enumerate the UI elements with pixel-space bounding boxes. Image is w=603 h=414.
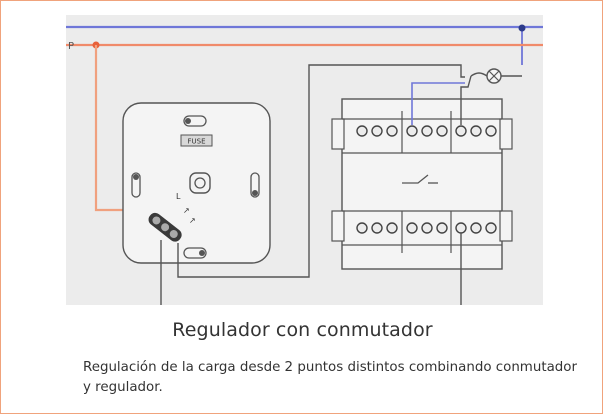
mount-slot-left-icon bbox=[131, 172, 141, 198]
lamp-feed-wire bbox=[470, 72, 488, 77]
dimmer-knob bbox=[189, 172, 211, 194]
dimmer-to-switch-wire bbox=[177, 64, 465, 278]
switch-top-screws bbox=[356, 125, 497, 137]
switch-clip-bottom-left bbox=[331, 210, 345, 242]
switch-module bbox=[331, 98, 513, 270]
dimmer-terminal-mark-l: L bbox=[176, 192, 181, 201]
screw-top-4 bbox=[406, 125, 418, 137]
caption-description: Regulación de la carga desde 2 puntos di… bbox=[83, 360, 577, 395]
mount-slot-bottom-icon bbox=[183, 247, 207, 259]
neutral-junction-dot bbox=[518, 24, 526, 32]
wiring-diagram: P FUSE L ↗ ↗ bbox=[66, 15, 543, 305]
screw-bottom-2 bbox=[371, 222, 383, 234]
fuse-holder bbox=[180, 134, 213, 147]
screw-top-1 bbox=[356, 125, 368, 137]
switch-clip-top-left bbox=[331, 118, 345, 150]
lamp-cross-b bbox=[488, 70, 500, 82]
screw-bottom-9 bbox=[485, 222, 497, 234]
switch-bottom-screws bbox=[356, 222, 497, 234]
screw-top-3 bbox=[386, 125, 398, 137]
screw-bottom-5 bbox=[421, 222, 433, 234]
mount-slot-right-icon bbox=[250, 172, 260, 198]
screw-bottom-1 bbox=[356, 222, 368, 234]
screw-bottom-7 bbox=[455, 222, 467, 234]
switch-return-wire bbox=[460, 75, 472, 125]
screw-top-5 bbox=[421, 125, 433, 137]
dimmer-terminal-screw-2 bbox=[161, 223, 170, 232]
mount-slot-bottom-hole bbox=[199, 250, 205, 256]
screw-top-7 bbox=[455, 125, 467, 137]
fuse-label: FUSE bbox=[187, 138, 205, 146]
screw-bottom-3 bbox=[386, 222, 398, 234]
screw-top-6 bbox=[436, 125, 448, 137]
mount-slot-right-hole bbox=[252, 190, 258, 196]
terminal-mark: P bbox=[68, 41, 74, 52]
dimmer-terminal-block bbox=[148, 212, 182, 242]
dimmer-terminal-arrow-1: ↗ bbox=[183, 206, 190, 215]
dimmer-terminal-screw-1 bbox=[152, 216, 161, 225]
screw-bottom-6 bbox=[436, 222, 448, 234]
screw-top-2 bbox=[371, 125, 383, 137]
switch-clip-top-right bbox=[499, 118, 513, 150]
screw-top-8 bbox=[470, 125, 482, 137]
dimmer-terminal-arrow-2: ↗ bbox=[189, 216, 196, 225]
mount-slot-left-hole bbox=[133, 174, 139, 180]
mount-slot-top-icon bbox=[183, 115, 207, 127]
screw-bottom-8 bbox=[470, 222, 482, 234]
dimmer-terminal-screw-3 bbox=[169, 229, 178, 238]
caption-title: Regulador con conmutador bbox=[172, 319, 433, 341]
switch-contact-symbol bbox=[402, 174, 429, 184]
switch-to-lamp-wire bbox=[411, 82, 465, 125]
mount-slot-top-hole bbox=[185, 118, 191, 124]
dimmer-knob-center bbox=[194, 177, 206, 189]
wiring-diagram-svg: P FUSE L ↗ ↗ bbox=[66, 15, 543, 305]
screw-top-9 bbox=[485, 125, 497, 137]
switch-housing bbox=[341, 98, 503, 270]
switch-clip-bottom-right bbox=[499, 210, 513, 242]
screw-bottom-4 bbox=[406, 222, 418, 234]
